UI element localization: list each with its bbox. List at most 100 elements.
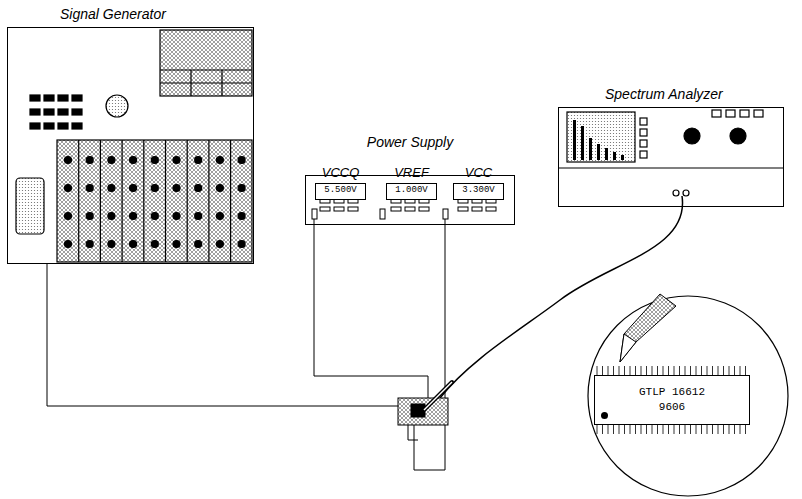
analyzer-button	[712, 110, 721, 117]
voltage-name: VCC	[465, 165, 492, 180]
panel-divider	[208, 140, 209, 262]
instrument-title: Signal Generator	[60, 6, 166, 22]
panel-divider	[121, 140, 122, 262]
panel-jack	[195, 157, 202, 164]
panel-jack	[108, 185, 115, 192]
panel-jack	[130, 157, 137, 164]
chip-pin	[745, 366, 746, 375]
chip-pin	[619, 425, 620, 434]
panel-jack	[86, 157, 93, 164]
chip-pin	[624, 366, 625, 375]
chip-pin	[657, 366, 658, 375]
voltage-readout: 3.300V	[454, 184, 503, 196]
panel-jack	[195, 241, 202, 248]
chip-pin	[646, 425, 647, 434]
chip-pin	[729, 366, 730, 375]
chip-pin	[729, 425, 730, 434]
spectrum-bar	[581, 126, 584, 160]
panel-jack	[65, 157, 72, 164]
chip-pin	[690, 425, 691, 434]
chip-pin	[597, 425, 598, 434]
chip-pin	[668, 366, 669, 375]
panel-jack	[108, 157, 115, 164]
supply-display: VREF1.000V	[386, 183, 437, 200]
supply-display: VCCQ5.500V	[315, 183, 366, 200]
panel-divider	[165, 140, 166, 262]
chip-pin	[597, 366, 598, 375]
voltage-readout: 5.500V	[316, 184, 365, 196]
chip-pin	[641, 425, 642, 434]
panel-jack	[173, 241, 180, 248]
keypad-key	[58, 123, 68, 129]
keypad-key	[44, 123, 54, 129]
spectrum-analyzer: Spectrum Analyzer	[558, 107, 784, 207]
power-supply-details	[312, 199, 496, 219]
panel-divider	[78, 140, 79, 262]
voltage-name: VCCQ	[322, 165, 360, 180]
chip-pin	[663, 425, 664, 434]
spectrum-bar	[597, 144, 600, 160]
supply-button	[458, 207, 468, 211]
keypad-key	[30, 123, 40, 129]
voltage-name: VREF	[394, 165, 429, 180]
panel-jack	[86, 185, 93, 192]
chip-pin	[723, 366, 724, 375]
panel-jack	[65, 213, 72, 220]
chip-pin	[701, 366, 702, 375]
panel-divider	[143, 140, 144, 262]
analyzer-button	[640, 151, 647, 158]
chip-pin	[712, 366, 713, 375]
chip-pin	[635, 425, 636, 434]
panel-jack	[151, 157, 158, 164]
panel-jack	[65, 185, 72, 192]
pin1-dot	[601, 412, 608, 419]
keypad-key	[30, 95, 40, 101]
spectrum-bar	[573, 120, 576, 160]
chip-pin	[652, 425, 653, 434]
panel-jack	[216, 241, 223, 248]
analyzer-button	[640, 140, 647, 147]
test-board	[398, 382, 452, 425]
zoom-inset	[588, 294, 788, 496]
panel-jack	[173, 185, 180, 192]
analyzer-button	[740, 110, 749, 117]
chip-pin	[630, 425, 631, 434]
chip-pin	[707, 366, 708, 375]
supply-button	[391, 207, 401, 211]
chip-pin	[690, 366, 691, 375]
analyzer-button	[726, 110, 735, 117]
keypad-key	[58, 109, 68, 115]
chip-pin	[668, 425, 669, 434]
panel-jack	[173, 157, 180, 164]
chip-pin	[740, 425, 741, 434]
panel-jack	[86, 241, 93, 248]
chip-marking: GTLP 16612 9606	[632, 385, 712, 415]
supply-button	[348, 207, 358, 211]
panel-jack	[108, 241, 115, 248]
keypad-key	[72, 123, 82, 129]
chip-pin	[734, 425, 735, 434]
panel-divider	[187, 140, 188, 262]
chip-pin	[696, 366, 697, 375]
chip: GTLP 16612 9606	[594, 375, 750, 425]
analyzer-button	[754, 110, 763, 117]
signal-generator-details	[16, 30, 252, 262]
chip-pin	[674, 366, 675, 375]
supply-button	[419, 207, 429, 211]
panel-jack	[151, 213, 158, 220]
supply-button	[320, 207, 330, 211]
chip-pin	[613, 366, 614, 375]
panel-jack	[65, 241, 72, 248]
panel-divider	[230, 140, 231, 262]
chip-pin	[619, 366, 620, 375]
chip-pin	[674, 425, 675, 434]
supply-display: VCC3.300V	[453, 183, 504, 200]
panel-jack	[216, 157, 223, 164]
chip-pin	[646, 366, 647, 375]
spectrum-bar	[605, 148, 608, 160]
signal-generator: Signal Generator	[7, 27, 254, 264]
chip-pin	[740, 366, 741, 375]
chip-pin	[613, 425, 614, 434]
analyzer-button	[640, 129, 647, 136]
power-supply: Power SupplyVCCQ5.500VVREF1.000VVCC3.300…	[305, 175, 515, 225]
